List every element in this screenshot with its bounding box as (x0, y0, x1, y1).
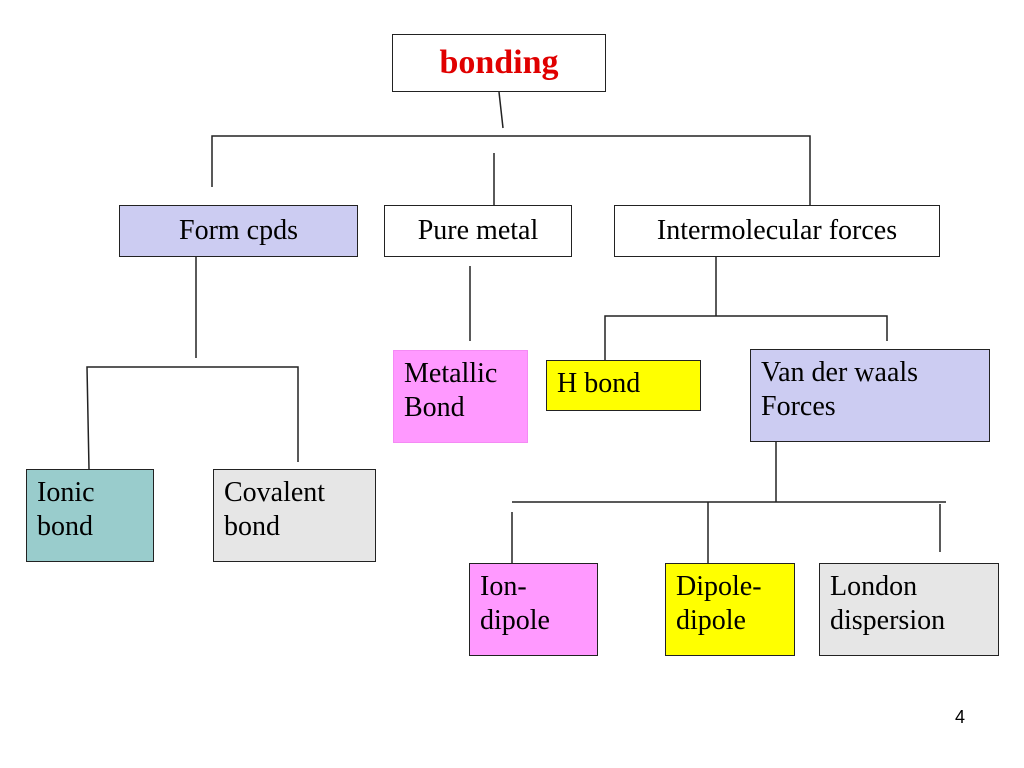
node-form-cpds-label: Form cpds (179, 215, 298, 246)
node-bonding-label: bonding (439, 44, 559, 81)
node-covalent-bond: Covalent bond (213, 469, 376, 562)
node-dipole-dipole-line1: Dipole- (676, 571, 762, 602)
node-covalent-bond-line2: bond (224, 511, 280, 542)
node-metallic-bond: Metallic Bond (393, 350, 528, 443)
node-h-bond-label: H bond (557, 368, 641, 399)
node-london-dispersion-line2: dispersion (830, 605, 946, 636)
node-ionic-bond: Ionic bond (26, 469, 154, 562)
node-ion-dipole: Ion- dipole (469, 563, 598, 656)
node-van-der-waals-line1: Van der waals (761, 357, 919, 388)
node-pure-metal-label: Pure metal (417, 215, 539, 246)
node-van-der-waals-forces: Van der waals Forces (750, 349, 990, 442)
node-metallic-bond-line2: Bond (404, 392, 465, 423)
connector-form-cpds-bar (86, 366, 299, 470)
node-bonding: bonding (392, 34, 606, 92)
node-h-bond: H bond (546, 360, 701, 411)
node-london-dispersion: London dispersion (819, 563, 999, 656)
node-dipole-dipole-line2: dipole (676, 605, 746, 636)
node-ionic-bond-line2: bond (37, 511, 93, 542)
node-ion-dipole-line1: Ion- (480, 571, 527, 602)
node-van-der-waals-line2: Forces (761, 391, 836, 422)
node-london-dispersion-line1: London (830, 571, 918, 602)
node-metallic-bond-line1: Metallic (404, 358, 498, 389)
connector-root-drop (498, 91, 504, 129)
node-pure-metal: Pure metal (384, 205, 572, 257)
node-dipole-dipole: Dipole- dipole (665, 563, 795, 656)
node-covalent-bond-line1: Covalent (224, 477, 326, 508)
node-ionic-bond-line1: Ionic (37, 477, 95, 508)
node-intermolecular-forces: Intermolecular forces (614, 205, 940, 257)
connector-intermolecular-bar (604, 315, 888, 360)
node-ion-dipole-line2: dipole (480, 605, 550, 636)
node-form-cpds: Form cpds (119, 205, 358, 257)
connector-root-bar (211, 135, 811, 205)
page-number: 4 (954, 707, 965, 727)
node-intermolecular-forces-label: Intermolecular forces (656, 215, 898, 246)
